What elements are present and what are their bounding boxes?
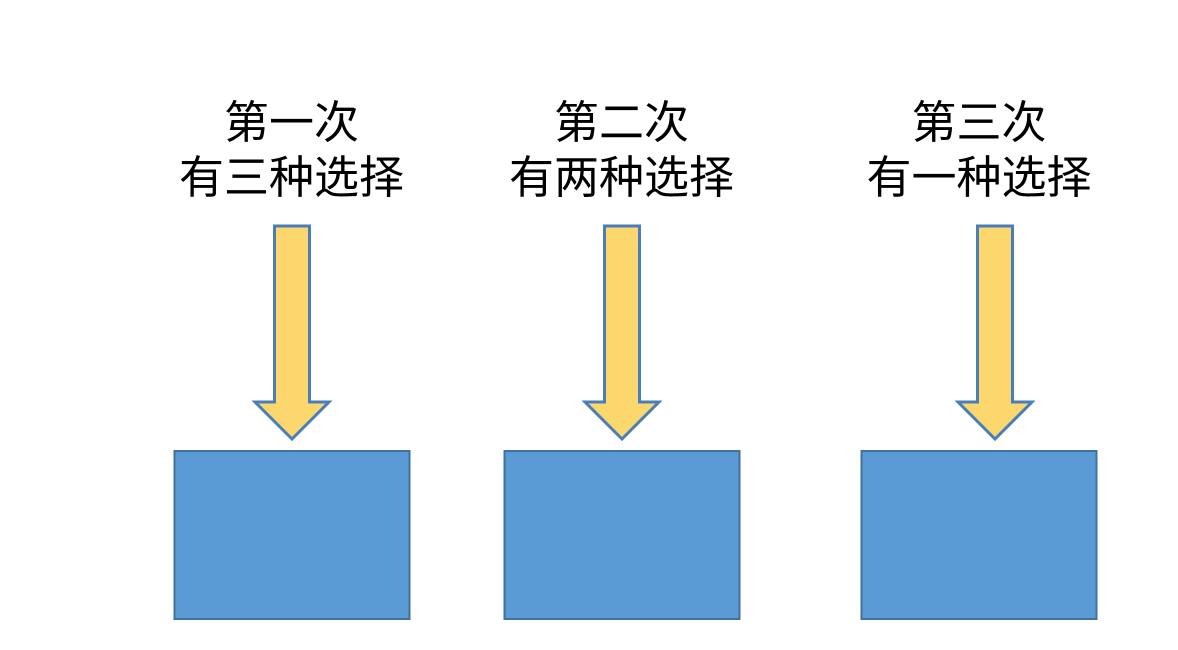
arrow-down-icon <box>581 224 662 442</box>
column-2-label-line-2: 有两种选择 <box>508 153 734 203</box>
column-3-label-line-2: 有一种选择 <box>866 153 1092 203</box>
diagram-column-2: 第二次 有两种选择 <box>503 0 740 650</box>
column-3-box <box>860 450 1098 620</box>
arrow-down-icon <box>955 224 1035 442</box>
diagram-column-3: 第三次 有一种选择 <box>860 0 1098 650</box>
column-1-label: 第一次 有三种选择 <box>173 96 410 206</box>
column-2-label: 第二次 有两种选择 <box>503 96 740 206</box>
column-3-arrow <box>955 224 1035 442</box>
column-3-label-line-1: 第三次 <box>911 98 1047 148</box>
column-1-box <box>173 450 410 620</box>
diagram-column-1: 第一次 有三种选择 <box>173 0 410 650</box>
column-1-label-line-2: 有三种选择 <box>178 153 404 203</box>
column-2-label-line-1: 第二次 <box>553 98 689 148</box>
column-2-box <box>503 450 740 620</box>
column-2-arrow <box>581 224 662 442</box>
arrow-down-icon <box>251 224 332 442</box>
column-1-label-line-1: 第一次 <box>223 98 359 148</box>
column-3-label: 第三次 有一种选择 <box>860 96 1098 206</box>
column-1-arrow <box>251 224 332 442</box>
